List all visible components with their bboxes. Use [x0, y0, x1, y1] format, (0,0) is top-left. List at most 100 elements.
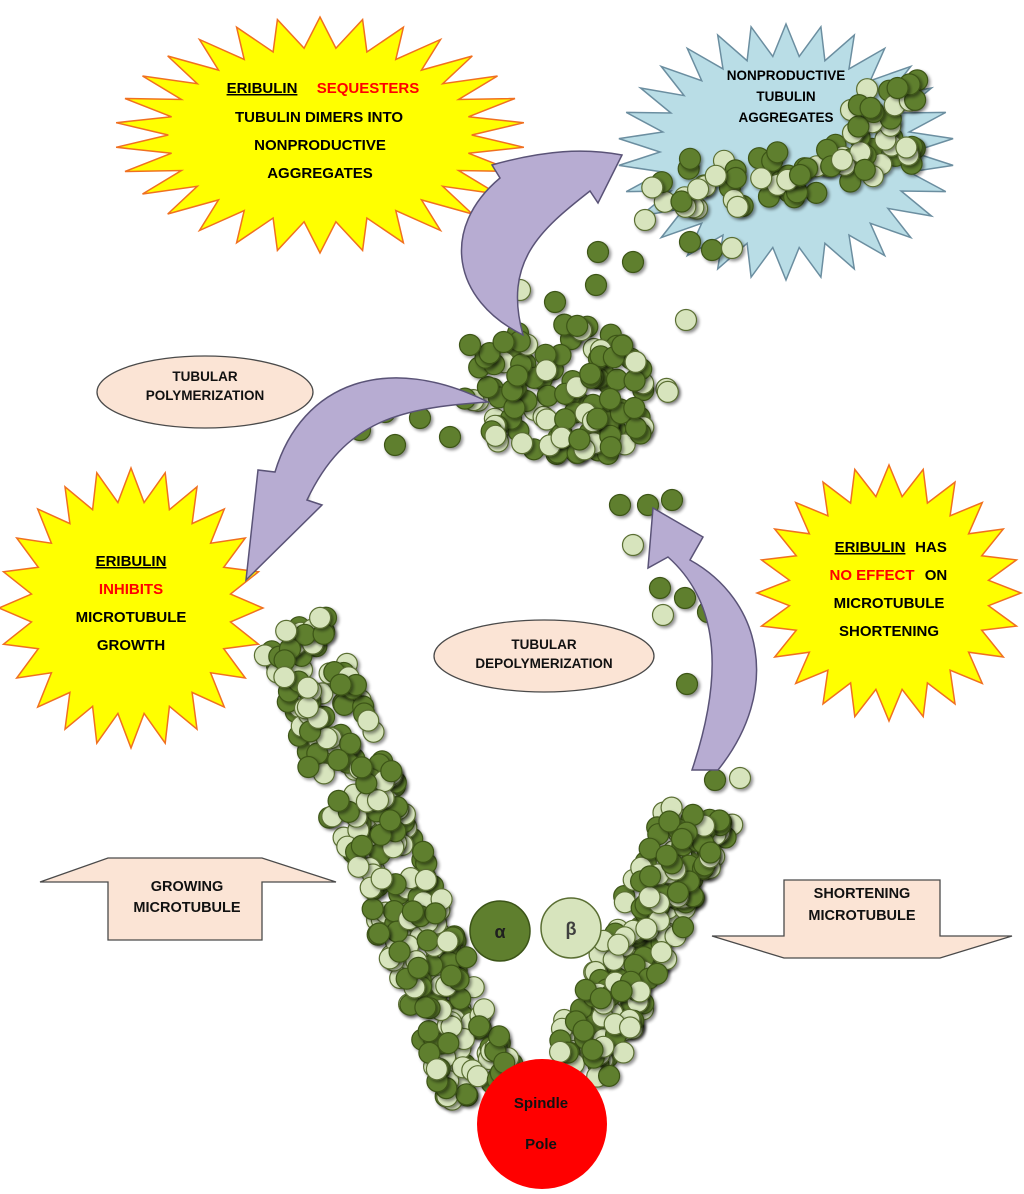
- no-effect-verb: NO EFFECT: [830, 567, 915, 584]
- alpha-tubulin-dimer: [554, 408, 577, 431]
- beta-tubulin-dimer: [686, 178, 710, 201]
- beta-tubulin-legend-circle: [540, 897, 602, 959]
- growing-microtubule: [253, 606, 524, 1111]
- alpha-tubulin-legend-circle: [469, 900, 531, 962]
- alpha-tubulin-dimer: [584, 273, 608, 297]
- alpha-tubulin-dimer: [598, 387, 622, 411]
- growing-line-2: MICROTUBULE: [133, 900, 240, 916]
- alpha-tubulin-dimer: [339, 732, 362, 755]
- beta-tubulin-dimer: [624, 350, 647, 373]
- alpha-tubulin-dimer: [673, 586, 697, 610]
- alpha-tubulin-dimer: [388, 940, 411, 963]
- alpha-tubulin-dimer: [655, 844, 678, 867]
- beta-tubulin-dimer: [651, 603, 675, 627]
- beta-tubulin-dimer: [548, 1040, 572, 1064]
- alpha-tubulin-dimer: [623, 369, 646, 392]
- alpha-tubulin-dimer: [766, 141, 789, 164]
- beta-tubulin-dimer: [347, 855, 370, 878]
- alpha-tubulin-dimer: [623, 396, 646, 420]
- beta-tubulin-dimer: [357, 709, 380, 732]
- growing-line-1: GROWING: [151, 879, 224, 895]
- alpha-tubulin-dimer: [624, 416, 648, 439]
- alpha-tubulin-dimer: [579, 362, 602, 385]
- alpha-tubulin-dimer: [414, 996, 437, 1019]
- alpha-tubulin-dimer: [297, 755, 320, 779]
- alpha-tubulin-dimer: [437, 1031, 460, 1055]
- beta-tubulin-dimer: [704, 164, 727, 187]
- inhibits-verb: INHIBITS: [99, 581, 163, 598]
- beta-tubulin-dimer: [370, 867, 393, 890]
- beta-tubulin-dimer: [366, 789, 390, 812]
- beta-tubulin-dimer: [720, 236, 744, 260]
- sequestration-arrow: [460, 150, 624, 337]
- inhibits-line-3: MICROTUBULE: [76, 609, 187, 626]
- spindle-line-1: Spindle: [514, 1095, 568, 1112]
- alpha-tubulin-dimer: [611, 334, 634, 357]
- alpha-tubulin-dimer: [487, 1025, 511, 1048]
- inhibits-line-4: GROWTH: [97, 637, 165, 654]
- beta-tubulin-dimer: [296, 676, 319, 699]
- alpha-tubulin-dimer: [788, 163, 812, 187]
- alpha-tubulin-dimer: [455, 946, 478, 969]
- beta-symbol: β: [566, 919, 577, 939]
- alpha-tubulin-dimer: [361, 897, 384, 921]
- alpha-tubulin-dimer: [703, 768, 727, 792]
- beta-tubulin-dimer: [436, 930, 459, 953]
- alpha-tubulin-dimer: [638, 865, 662, 888]
- shortening-microtubule-down-arrow: [711, 879, 1013, 959]
- polymerization-label-oval: [96, 355, 314, 429]
- alpha-tubulin-dimer: [805, 181, 828, 204]
- alpha-tubulin-dimer: [666, 881, 690, 904]
- tubulin-aggregate-particles: [641, 69, 929, 220]
- sequester-line-2: TUBULIN DIMERS INTO: [235, 109, 403, 126]
- alpha-tubulin-dimer: [350, 756, 373, 779]
- sequester-line-3: NONPRODUCTIVE: [254, 137, 386, 154]
- alpha-tubulin-dimer: [599, 436, 622, 459]
- alpha-tubulin-dimer: [621, 250, 645, 274]
- beta-tubulin-dimer: [621, 533, 645, 557]
- beta-tubulin-dimer: [830, 148, 854, 171]
- alpha-tubulin-dimer: [506, 364, 529, 387]
- alpha-tubulin-dimer: [438, 425, 462, 449]
- beta-tubulin-dimer: [612, 1041, 635, 1064]
- alpha-tubulin-dimer: [424, 902, 447, 925]
- depolymerization-line-1: TUBULAR: [511, 637, 576, 652]
- aggregates-line-1: NONPRODUCTIVE: [727, 68, 846, 83]
- alpha-tubulin-dimer: [327, 789, 350, 813]
- depolymerization-line-2: DEPOLYMERIZATION: [475, 656, 612, 671]
- alpha-tubulin-dimer: [572, 1019, 595, 1042]
- alpha-tubulin-dimer: [566, 314, 589, 337]
- alpha-tubulin-dimer: [586, 240, 610, 264]
- beta-tubulin-dimer: [638, 886, 661, 909]
- aggregates-line-3: AGGREGATES: [738, 110, 833, 125]
- beta-tubulin-dimer: [618, 1016, 642, 1039]
- alpha-tubulin-dimer: [699, 841, 722, 864]
- no-effect-on: ON: [925, 567, 948, 584]
- beta-tubulin-dimer: [726, 195, 749, 218]
- alpha-tubulin-dimer: [416, 929, 439, 952]
- beta-tubulin-dimer: [275, 619, 298, 643]
- beta-tubulin-dimer: [895, 136, 918, 159]
- depolymerization-arrow: [647, 506, 758, 771]
- no-effect-line-4: SHORTENING: [839, 623, 939, 640]
- alpha-tubulin-dimer: [658, 810, 681, 833]
- no-effect-eribulin: ERIBULIN: [835, 539, 906, 556]
- polymerization-line-2: POLYMERIZATION: [146, 388, 265, 403]
- alpha-tubulin-dimer: [886, 76, 909, 100]
- spindle-line-2: Pole: [525, 1136, 557, 1153]
- alpha-tubulin-dimer: [492, 330, 515, 354]
- alpha-tubulin-dimer: [589, 987, 613, 1010]
- inhibits-starburst: [0, 465, 265, 751]
- beta-tubulin-dimer: [607, 933, 630, 956]
- beta-tubulin-dimer: [728, 766, 752, 790]
- no-effect-starburst: [754, 463, 1024, 723]
- alpha-tubulin-dimer: [368, 922, 391, 945]
- beta-tubulin-dimer: [414, 868, 437, 892]
- inhibits-eribulin: ERIBULIN: [96, 553, 167, 570]
- alpha-tubulin-dimer: [670, 827, 694, 851]
- alpha-tubulin-dimer: [412, 840, 435, 864]
- alpha-tubulin-dimer: [458, 333, 482, 357]
- polymerization-line-1: TUBULAR: [172, 369, 237, 384]
- alpha-tubulin-dimer: [440, 964, 463, 987]
- aggregates-line-2: TUBULIN: [756, 89, 815, 104]
